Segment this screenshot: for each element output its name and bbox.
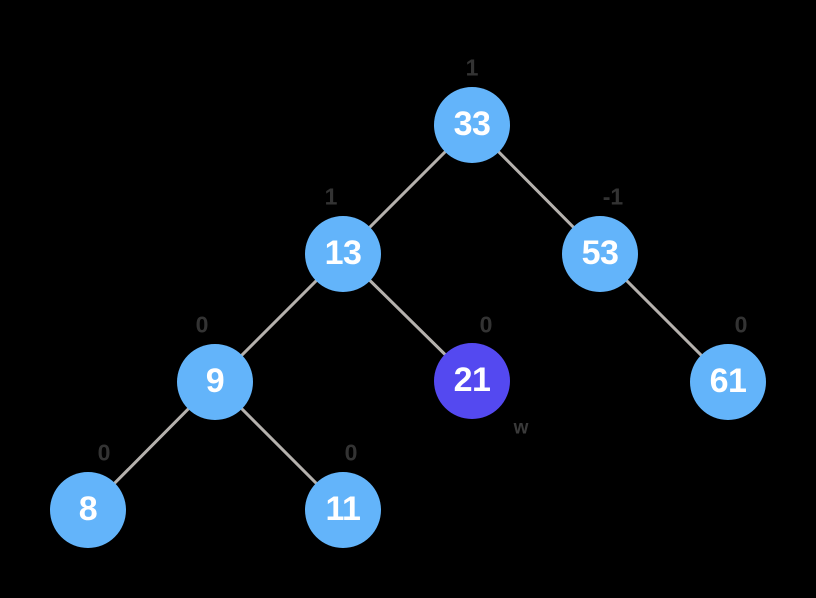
tree-node-label: 9: [205, 362, 225, 400]
tree-edge-9-8: [111, 406, 192, 486]
tree-node-8[interactable]: 8: [50, 472, 126, 548]
tree-node-label: 61: [709, 362, 747, 400]
tree-edge-53-61: [623, 277, 705, 359]
tree-node-9[interactable]: 9: [177, 344, 253, 420]
balance-factor-21: 0: [479, 311, 493, 338]
tree-node-61[interactable]: 61: [690, 344, 766, 420]
tree-node-label: 11: [325, 490, 361, 528]
tree-edge-33-13: [366, 148, 449, 231]
tree-edge-9-11: [238, 405, 320, 487]
tree-node-11[interactable]: 11: [305, 472, 381, 548]
tree-node-label: 33: [453, 105, 491, 143]
tree-edge-33-53: [495, 149, 577, 230]
tree-node-53[interactable]: 53: [562, 216, 638, 292]
tree-node-33[interactable]: 33: [434, 87, 510, 163]
balance-factor-9: 0: [195, 311, 209, 338]
tree-node-label: 8: [78, 490, 98, 528]
balance-factor-53: -1: [602, 183, 624, 210]
balance-factor-61: 0: [734, 311, 748, 338]
tree-edge-13-21: [367, 277, 448, 358]
balance-factor-11: 0: [344, 439, 358, 466]
tree-edge-13-9: [238, 277, 320, 359]
node-marker-21: w: [513, 417, 529, 439]
tree-node-13[interactable]: 13: [305, 216, 381, 292]
tree-node-label: 21: [453, 361, 491, 399]
balance-factor-13: 1: [324, 183, 338, 210]
balance-factor-33: 1: [465, 54, 479, 81]
tree-node-21[interactable]: 21: [434, 343, 510, 419]
tree-node-label: 53: [581, 234, 619, 272]
balance-factor-8: 0: [97, 439, 111, 466]
tree-node-label: 13: [324, 234, 362, 272]
